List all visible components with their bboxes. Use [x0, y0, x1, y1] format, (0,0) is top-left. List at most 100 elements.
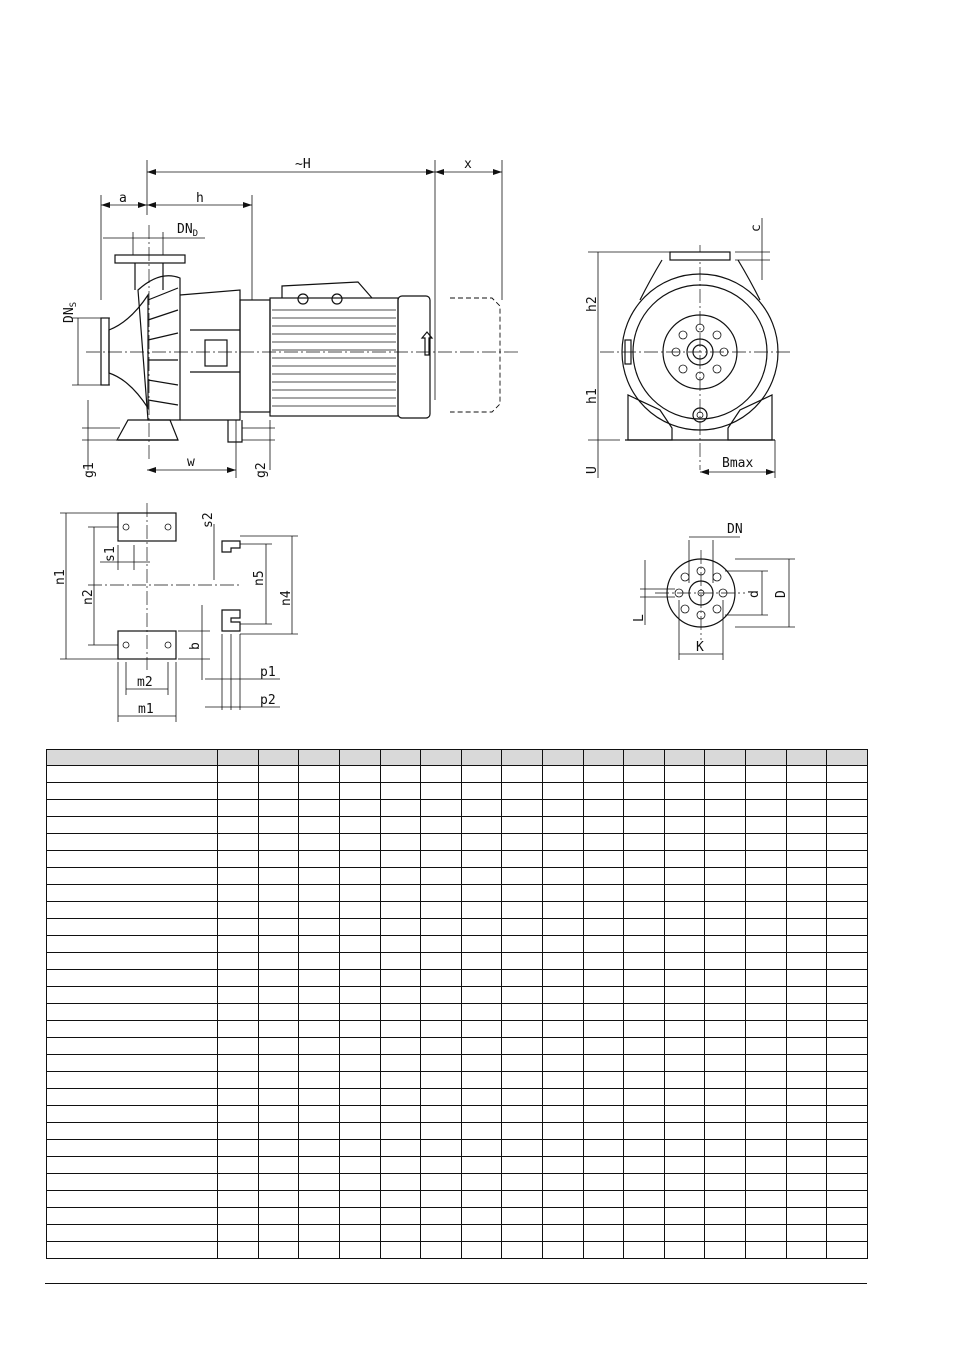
table-row — [45, 1156, 868, 1174]
dim-Bmax: Bmax — [722, 456, 753, 471]
table-cell — [745, 765, 787, 783]
table-cell — [45, 1122, 219, 1140]
table-cell — [298, 1173, 340, 1191]
table-cell — [217, 1003, 259, 1021]
table-cell — [785, 1003, 828, 1021]
dim-d: d — [747, 590, 762, 598]
table-cell — [745, 918, 787, 936]
table-cell — [704, 1020, 747, 1038]
table-cell — [501, 782, 543, 800]
table-cell — [745, 1054, 787, 1072]
table-cell — [298, 867, 340, 885]
table-cell — [501, 1037, 543, 1055]
table-cell — [420, 901, 462, 919]
table-cell — [582, 918, 625, 936]
table-cell — [45, 1054, 219, 1072]
table-cell — [420, 1207, 462, 1225]
table-cell — [785, 850, 828, 868]
table-cell — [379, 799, 422, 817]
table-cell — [217, 765, 259, 783]
table-cell — [501, 1224, 543, 1242]
table-body — [45, 765, 868, 1259]
table-cell — [582, 782, 625, 800]
table-cell — [826, 901, 868, 919]
footer-rule — [45, 1283, 867, 1284]
table-cell — [541, 1071, 584, 1089]
table-cell — [745, 1139, 787, 1157]
table-cell — [501, 1139, 543, 1157]
table-cell — [460, 1122, 503, 1140]
table-cell — [460, 1003, 503, 1021]
table-cell — [826, 1241, 868, 1259]
dim-p1: p1 — [260, 665, 276, 680]
dim-K: K — [696, 640, 704, 655]
dim-DNd: DND — [177, 222, 198, 239]
table-cell — [338, 952, 381, 970]
table-cell — [257, 782, 300, 800]
table-cell — [745, 1020, 787, 1038]
header-cell — [582, 749, 625, 766]
table-cell — [298, 952, 340, 970]
table-cell — [582, 799, 625, 817]
table-cell — [257, 1003, 300, 1021]
table-cell — [298, 833, 340, 851]
flange-view: DN L d D K — [632, 522, 795, 660]
table-row — [45, 1190, 868, 1208]
header-cell — [785, 749, 828, 766]
table-cell — [704, 1224, 747, 1242]
table-cell — [541, 1207, 584, 1225]
table-cell — [379, 1207, 422, 1225]
table-cell — [541, 918, 584, 936]
table-cell — [257, 850, 300, 868]
table-cell — [541, 1020, 584, 1038]
table-cell — [541, 833, 584, 851]
table-cell — [460, 1207, 503, 1225]
table-cell — [582, 833, 625, 851]
table-cell — [217, 1054, 259, 1072]
table-cell — [338, 935, 381, 953]
table-cell — [501, 850, 543, 868]
header-cell — [460, 749, 503, 766]
table-cell — [338, 1020, 381, 1038]
table-cell — [582, 986, 625, 1004]
table-cell — [217, 867, 259, 885]
table-cell — [541, 901, 584, 919]
table-cell — [420, 1224, 462, 1242]
table-cell — [257, 1207, 300, 1225]
table-cell — [541, 816, 584, 834]
table-row — [45, 884, 868, 902]
table-cell — [704, 765, 747, 783]
table-cell — [45, 1207, 219, 1225]
table-cell — [541, 935, 584, 953]
table-cell — [338, 1224, 381, 1242]
table-cell — [745, 833, 787, 851]
table-cell — [623, 850, 665, 868]
table-cell — [663, 1122, 706, 1140]
table-cell — [582, 1003, 625, 1021]
table-cell — [379, 952, 422, 970]
table-cell — [45, 1156, 219, 1174]
table-cell — [745, 1173, 787, 1191]
table-cell — [298, 969, 340, 987]
table-cell — [501, 1071, 543, 1089]
table-cell — [217, 1173, 259, 1191]
table-cell — [379, 1020, 422, 1038]
header-cell — [745, 749, 787, 766]
table-cell — [582, 1122, 625, 1140]
dim-H: ~H — [295, 157, 311, 172]
table-cell — [541, 1037, 584, 1055]
table-cell — [379, 986, 422, 1004]
table-cell — [460, 765, 503, 783]
table-cell — [541, 765, 584, 783]
table-cell — [217, 1224, 259, 1242]
table-cell — [379, 850, 422, 868]
table-cell — [745, 952, 787, 970]
table-cell — [541, 850, 584, 868]
table-cell — [460, 901, 503, 919]
table-cell — [541, 799, 584, 817]
table-cell — [501, 1156, 543, 1174]
table-cell — [45, 816, 219, 834]
table-cell — [257, 1071, 300, 1089]
table-cell — [379, 1088, 422, 1106]
table-cell — [45, 1003, 219, 1021]
